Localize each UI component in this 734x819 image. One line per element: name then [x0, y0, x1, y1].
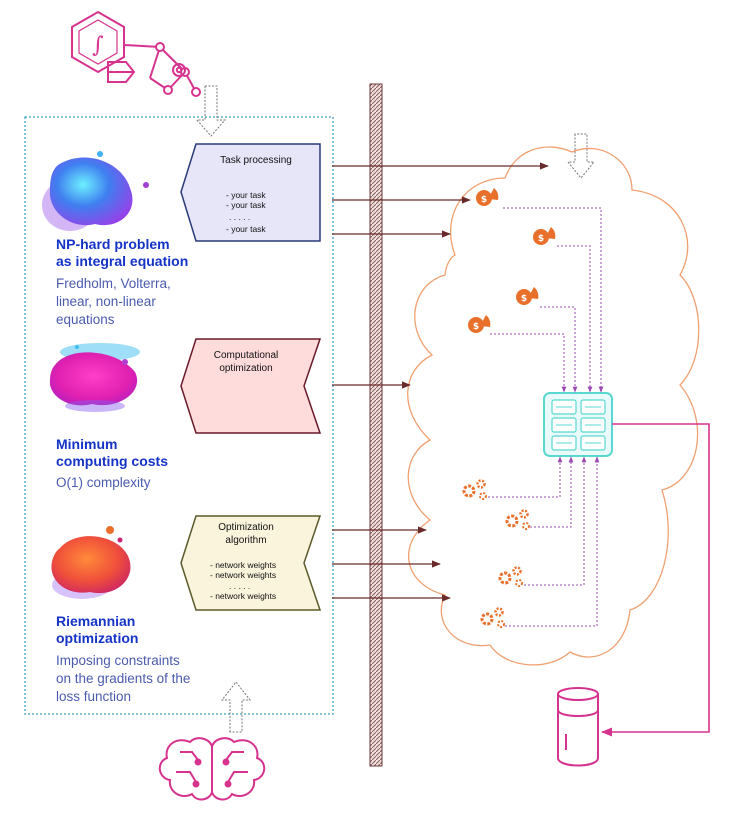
section-np-hard-title-line-1: NP-hard problem: [56, 236, 170, 252]
task-panel-item-4: - your task: [226, 224, 266, 234]
task-panel-title: Task processing: [220, 155, 292, 166]
database-icon: [557, 687, 599, 767]
task-panel-item-2: - your task: [226, 200, 266, 210]
section-riemannian-desc-line-3: loss function: [56, 689, 132, 704]
svg-text:$: $: [521, 294, 527, 304]
section-np-hard-description: Fredholm, Volterra, linear, non-linear e…: [56, 275, 236, 329]
brain-circuit-icon: [158, 737, 266, 801]
computational-panel-title-line-1: Computational: [213, 350, 279, 361]
riemannian-blob-image: [51, 526, 131, 599]
svg-text:$: $: [473, 322, 479, 332]
section-riemannian-title: Riemannian optimization: [56, 613, 236, 647]
svg-text:$: $: [481, 195, 487, 205]
section-computing-costs-desc-line-1: O(1) complexity: [56, 475, 151, 490]
section-np-hard-title: NP-hard problem as integral equation: [56, 236, 236, 270]
optimization-panel-title-line-1: Optimization: [218, 522, 274, 533]
cloud-outline: [407, 146, 700, 666]
section-riemannian-title-line-2: optimization: [56, 630, 139, 646]
gears-icon-2: [505, 509, 530, 530]
optimization-panel-item-4: - network weights: [210, 591, 277, 601]
task-processing-panel: [180, 143, 321, 242]
input-arrows: [332, 162, 549, 602]
section-np-hard-desc-line-1: Fredholm, Volterra,: [56, 276, 171, 291]
section-np-hard-desc-line-3: equations: [56, 312, 115, 327]
section-computing-costs-title-line-2: computing costs: [56, 453, 169, 469]
gears-icon-1: [462, 479, 487, 500]
hollow-arrow-down-cloud: [566, 133, 596, 179]
section-riemannian-desc-line-1: Imposing constraints: [56, 653, 180, 668]
svg-text:$: $: [538, 234, 544, 244]
computational-panel-title: Computational optimization: [196, 349, 296, 375]
gears-icon-4: [480, 607, 505, 628]
left-dotted-frame: [24, 116, 334, 715]
hollow-arrow-up-bottom: [220, 681, 252, 733]
svg-text:∫: ∫: [92, 33, 104, 58]
optimization-algorithm-panel: [180, 515, 322, 611]
coin-pie-icon-4: $: [468, 315, 491, 333]
section-riemannian-title-line-1: Riemannian: [56, 613, 136, 629]
optimization-panel-title-line-2: algorithm: [225, 535, 267, 546]
section-riemannian-desc-line-2: on the gradients of the: [56, 671, 191, 686]
computational-optimization-panel: [180, 338, 322, 434]
optimization-panel-item-3: . . . . .: [229, 581, 251, 591]
section-computing-costs-title: Minimum computing costs: [56, 436, 236, 470]
section-riemannian-description: Imposing constraints on the gradients of…: [56, 652, 256, 706]
coin-pie-icon-3: $: [516, 287, 539, 305]
coin-pie-icon-2: $: [533, 227, 556, 245]
section-computing-costs-description: O(1) complexity: [56, 474, 236, 492]
task-panel-item-3: . . . . .: [229, 212, 251, 222]
section-np-hard-title-line-2: as integral equation: [56, 253, 189, 269]
section-computing-costs-title-line-1: Minimum: [56, 436, 118, 452]
processor-icon: [543, 392, 613, 457]
optimization-panel-item-2: - network weights: [210, 570, 277, 580]
optimization-panel-item-1: - network weights: [210, 560, 277, 570]
dotted-connectors: [488, 207, 604, 627]
computational-panel-title-line-2: optimization: [219, 363, 273, 374]
section-np-hard-desc-line-2: linear, non-linear: [56, 294, 156, 309]
optimization-panel-title: Optimization algorithm: [196, 521, 296, 547]
hollow-arrow-down-top: [195, 85, 227, 137]
gears-icon-3: [498, 566, 523, 587]
computing-cost-blob-image: [49, 343, 140, 412]
output-connector: [600, 423, 710, 737]
coin-pie-icon-1: $: [476, 188, 499, 206]
np-hard-blob-image: [42, 151, 149, 231]
integral-network-icon: ∫: [71, 10, 201, 97]
hatched-divider-bar: [369, 83, 383, 767]
task-panel-item-1: - your task: [226, 190, 266, 200]
